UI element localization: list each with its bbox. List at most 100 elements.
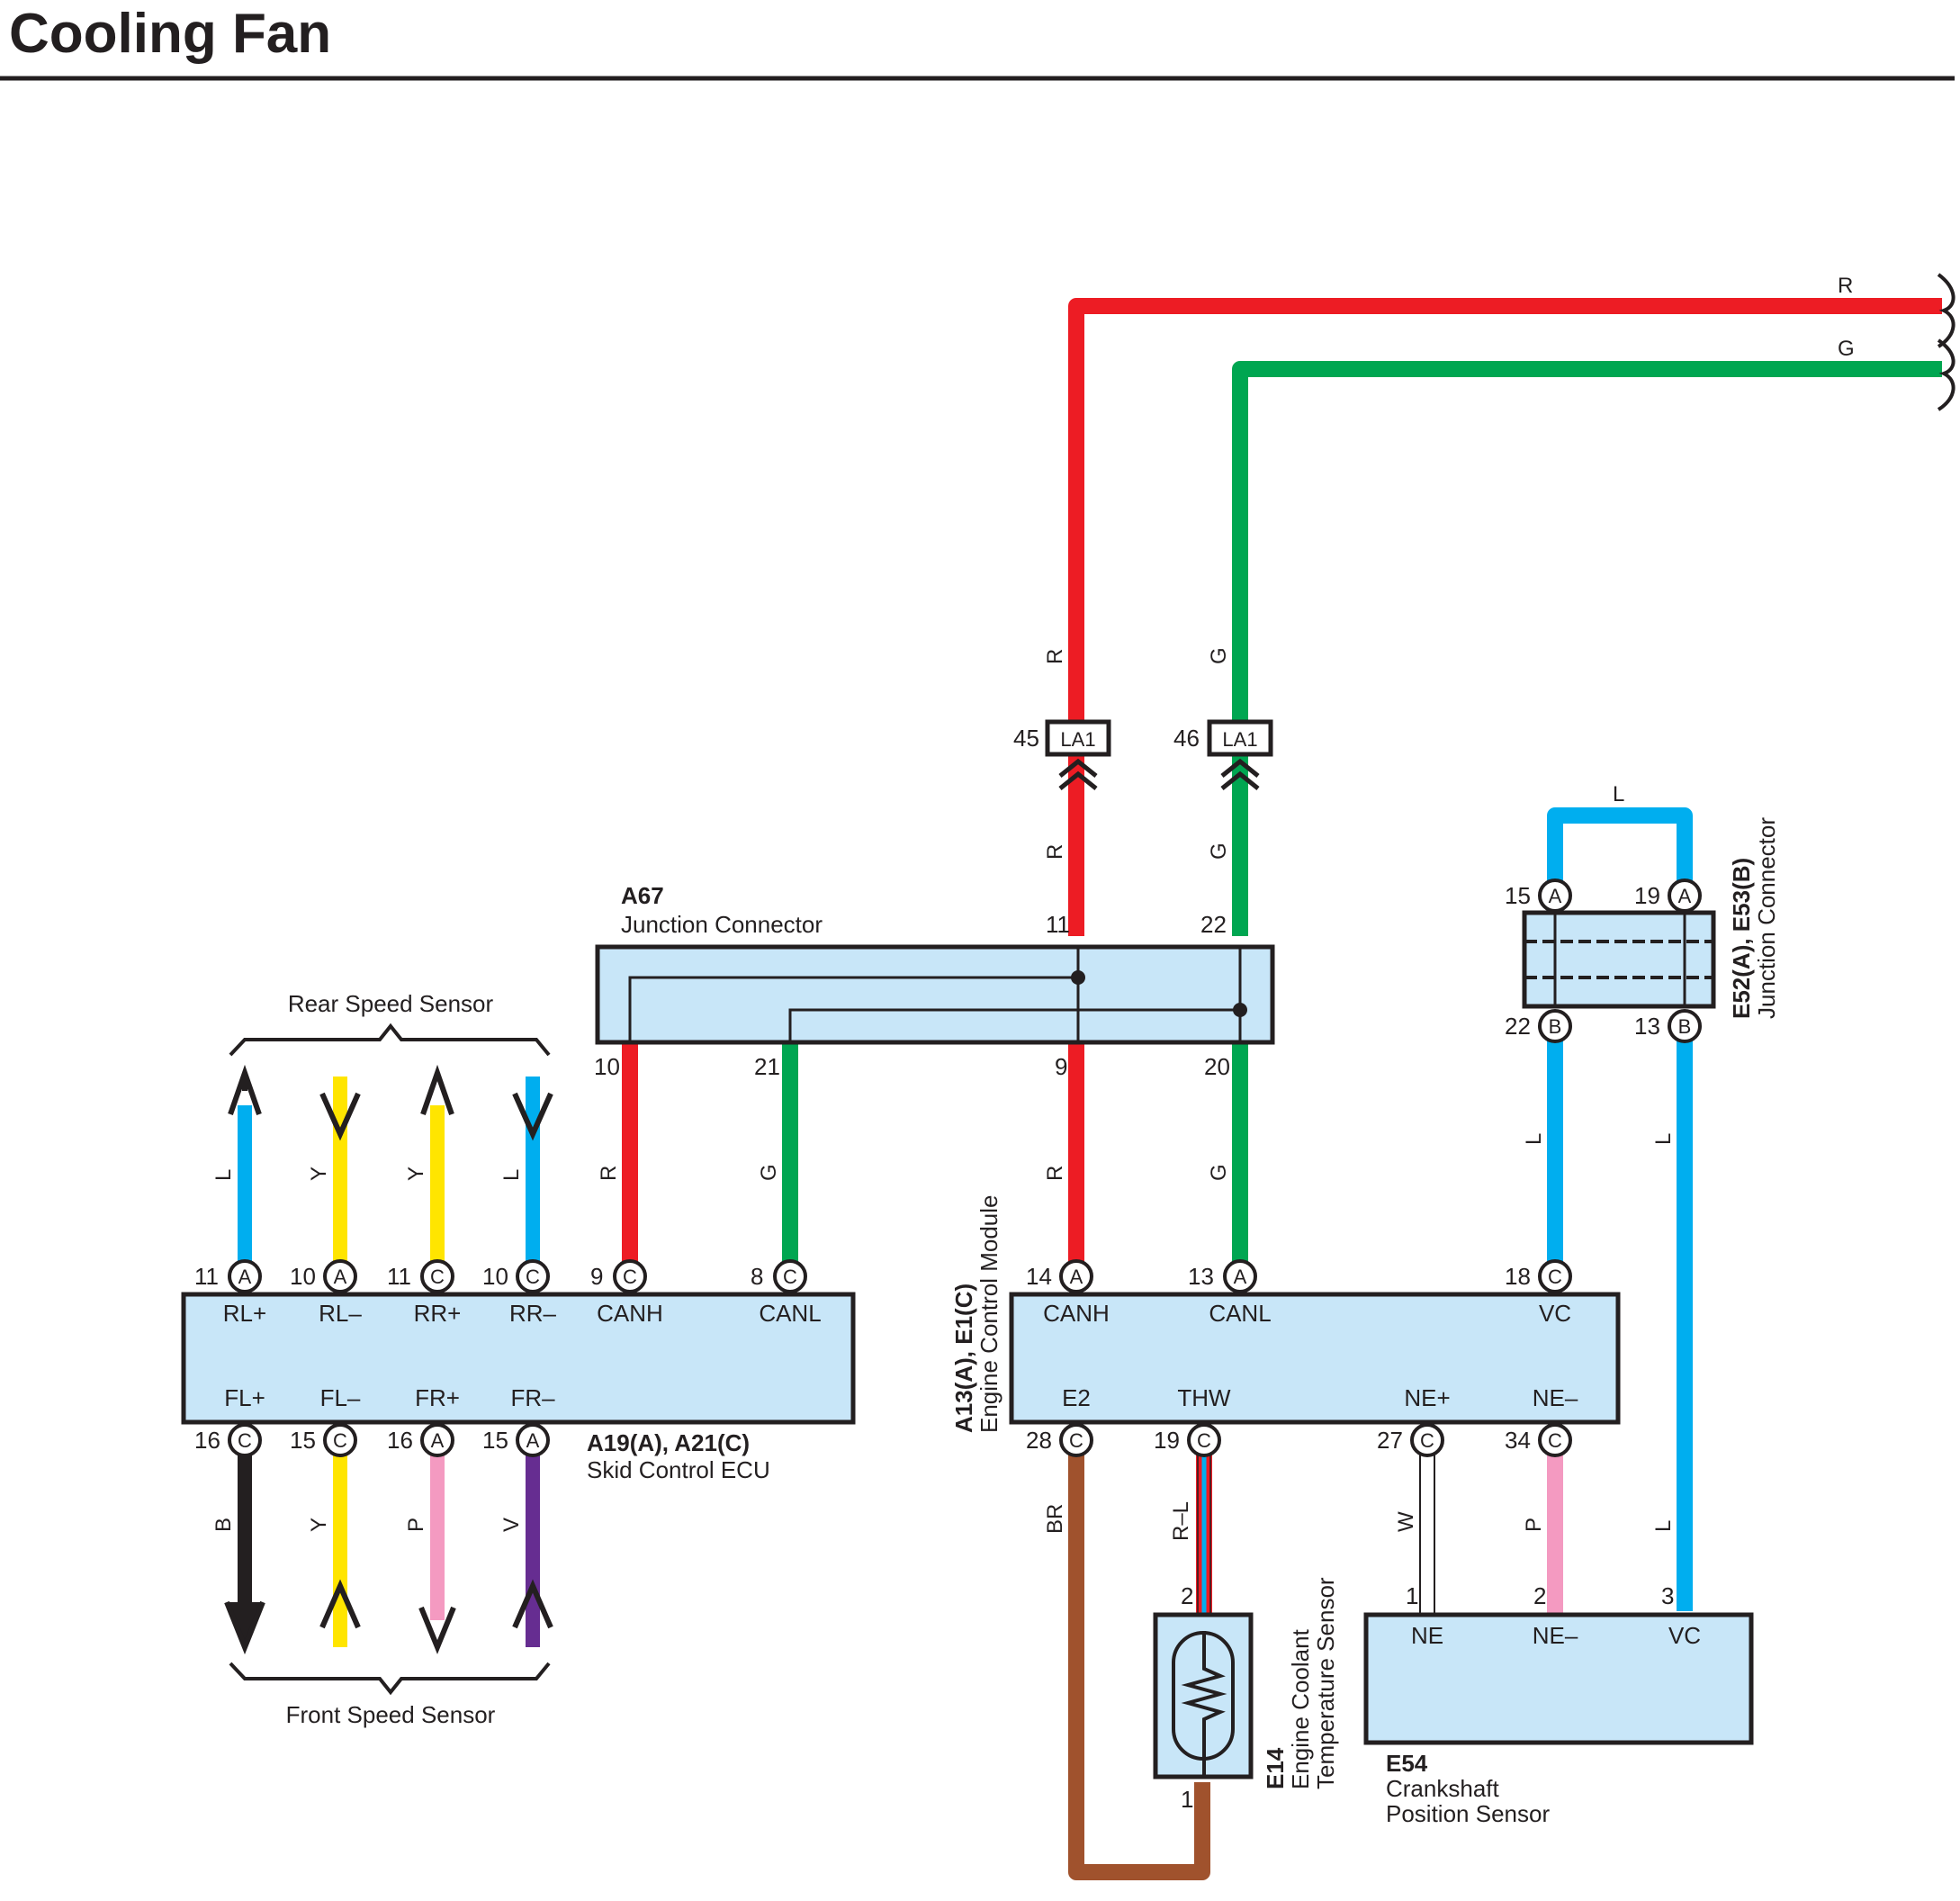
pin-22-a67: 22 [1200,911,1227,938]
wire-rl-thw [1196,1449,1212,1613]
la1-connector-45: LA1 [1045,719,1111,790]
pin-14-ecm: 14 [1026,1263,1052,1290]
svg-text:A: A [1070,1266,1083,1288]
terminal-skid-rl-plus: A [228,1259,262,1293]
a67-splice-g [1233,1003,1247,1017]
wire-label-l-e52-1: L [1522,1133,1546,1145]
terminal-skid-fr-minus: A [516,1423,550,1457]
a67-internal-r [628,947,1080,1042]
wire-g-main [1232,361,1942,936]
terminal-skid-fr-plus: A [420,1423,454,1457]
wire-label-fr-minus: V [499,1518,524,1532]
wire-label-rr-plus: Y [404,1167,428,1181]
terminal-e52-19: A [1668,878,1702,913]
svg-text:A: A [1678,885,1692,907]
terminal-ecm-ne-minus: C [1538,1423,1572,1457]
terminal-ecm-e2: C [1059,1423,1093,1457]
rear-sensor-brace [229,1023,551,1057]
svg-text:C: C [526,1266,540,1288]
pin-28-ecm: 28 [1026,1427,1052,1454]
ecm-box [1009,1292,1621,1425]
wire-label-g-4: G [1207,1164,1231,1181]
svg-text:C: C [623,1266,637,1288]
e54-box [1363,1612,1754,1745]
wire-label-g-top: G [1838,337,1855,361]
pin-22-e52: 22 [1505,1013,1531,1040]
e54-name-2: Position Sensor [1386,1800,1550,1827]
e54-id: E54 [1386,1750,1428,1777]
pin-19-e52: 19 [1634,882,1660,909]
svg-text:A: A [1549,885,1562,907]
wire-label-rr-minus: L [499,1169,524,1181]
terminal-e52-22: B [1538,1009,1572,1043]
svg-text:A: A [334,1266,347,1288]
a67-splice-r [1071,970,1085,985]
page-title: Cooling Fan [9,3,331,65]
terminal-ecm-canh: A [1059,1259,1093,1293]
svg-text:A: A [1234,1266,1247,1288]
pin-13-e52: 13 [1634,1013,1660,1040]
ecm-term-ne-plus: NE+ [1404,1384,1450,1411]
pin-9-a67: 9 [1055,1053,1067,1080]
terminal-skid-canh: C [613,1259,647,1293]
terminal-skid-fl-minus: C [323,1423,357,1457]
pin-27-ecm: 27 [1377,1427,1403,1454]
a67-name: Junction Connector [621,911,823,938]
pin-10-skid-c: 10 [482,1263,508,1290]
arrow-fl-plus [224,1600,265,1655]
ecm-id: A13(A), E1(C) [950,1284,977,1433]
pin-3-e54: 3 [1661,1582,1674,1609]
e54-term-vc: VC [1668,1622,1701,1649]
ecm-name: Engine Control Module [976,1195,1002,1434]
pin-2-e54: 2 [1533,1582,1546,1609]
wire-label-fl-minus: Y [307,1518,331,1532]
wire-label-l-loop: L [1613,782,1624,806]
e14-name-1: Engine Coolant [1287,1628,1314,1789]
resistor-icon [1181,1631,1227,1779]
rear-sensor-label: Rear Speed Sensor [288,990,494,1017]
pin-15-skid-a: 15 [482,1427,508,1454]
wire-label-rl: R–L [1169,1501,1193,1541]
skid-ecu-id: A19(A), A21(C) [587,1429,750,1456]
pin-19-ecm: 19 [1154,1427,1180,1454]
wire-label-rl-plus: L [211,1169,236,1181]
e54-name-1: Crankshaft [1386,1775,1499,1802]
break-mark-g [1937,338,1956,411]
wire-l-loop [1547,807,1693,896]
terminal-skid-rr-plus: C [420,1259,454,1293]
svg-text:C: C [1197,1429,1211,1452]
skid-term-rl-minus: RL– [319,1300,362,1327]
arrow-rr-plus [420,1064,454,1115]
pin-16-skid-c: 16 [194,1427,220,1454]
svg-text:C: C [238,1429,252,1452]
svg-text:B: B [1678,1015,1692,1038]
terminal-skid-rl-minus: A [323,1259,357,1293]
pin-46: 46 [1173,725,1200,752]
terminal-ecm-ne-plus: C [1410,1423,1444,1457]
wire-label-r-2: R [1043,844,1067,860]
pin-9-skid: 9 [590,1263,603,1290]
a67-box [595,944,1275,1045]
pin-11-a67: 11 [1046,911,1070,938]
wire-label-p: P [1522,1518,1546,1532]
terminal-ecm-thw: C [1187,1423,1221,1457]
skid-term-rl-plus: RL+ [223,1300,266,1327]
terminal-skid-canl: C [773,1259,807,1293]
wire-label-r-top: R [1838,274,1853,298]
pin-15-e52: 15 [1505,882,1531,909]
pin-21-a67: 21 [754,1053,780,1080]
skid-term-fr-plus: FR+ [415,1384,460,1411]
skid-term-fr-minus: FR– [510,1384,555,1411]
terminal-e52-13: B [1668,1009,1702,1043]
ecm-term-e2: E2 [1062,1384,1091,1411]
pin-11-skid-c: 11 [387,1263,411,1290]
wire-label-br: BR [1043,1504,1067,1534]
wire-label-r-1: R [1043,649,1067,664]
pin-2-e14: 2 [1181,1582,1193,1609]
skid-term-rr-minus: RR– [509,1300,557,1327]
wire-label-fr-plus: P [404,1518,428,1532]
e14-name-2: Temperature Sensor [1312,1577,1339,1789]
svg-text:A: A [238,1266,252,1288]
ecm-term-vc: VC [1539,1300,1571,1327]
